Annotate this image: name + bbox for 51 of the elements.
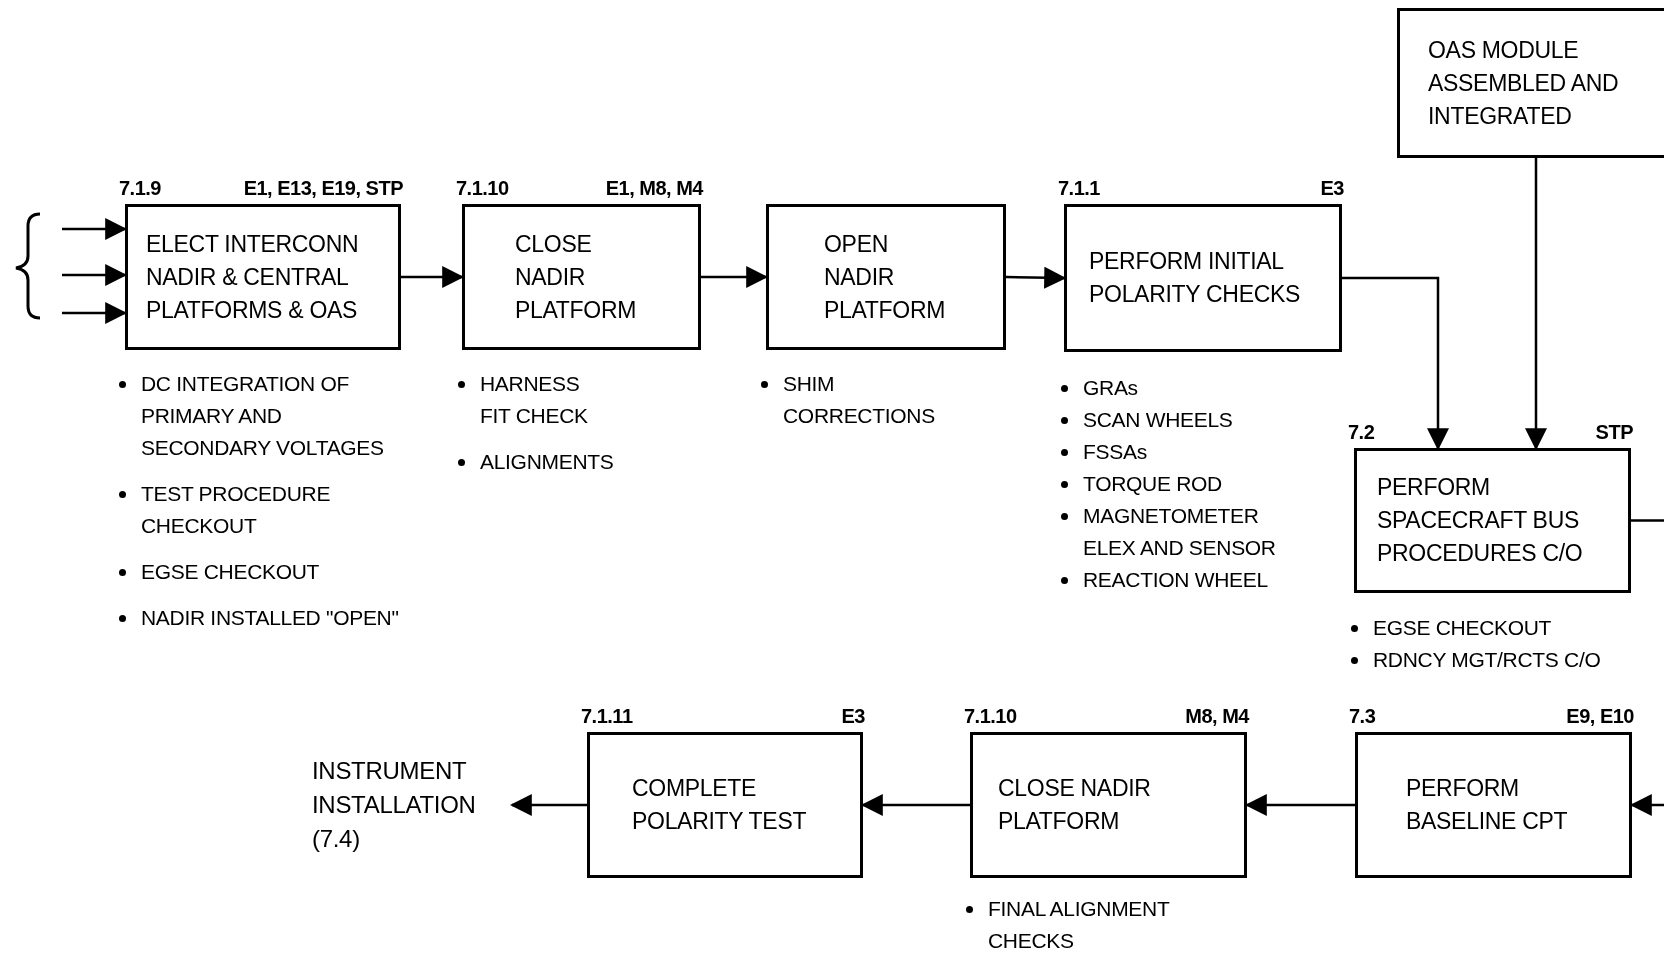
process-box [1064,204,1342,352]
bullet-item: HARNESS FIT CHECK [458,368,605,432]
bullet-item: EGSE CHECKOUT [1351,612,1601,644]
bullet-item: SCAN WHEELS [1061,404,1313,436]
bullet-item: FINAL ALIGNMENT CHECKS [966,893,1218,957]
step-label: PERFORM SPACECRAFT BUS PROCEDURES C/O [1377,473,1584,568]
bullet-item: DC INTEGRATION OF PRIMARY AND SECONDARY VOLTAGES [119,368,411,464]
equipment-codes: STP [1595,420,1633,444]
step-label: OPEN NADIR PLATFORM [824,229,947,325]
process-box [462,204,701,350]
step-number: 7.3 [1349,704,1376,728]
process-box [1397,8,1664,158]
process-box [587,732,863,878]
step-number: 7.1.9 [119,176,161,200]
step-number: 7.1.10 [456,176,509,200]
equipment-codes: E9, E10 [1566,704,1634,728]
step-number: 7.1.1 [1058,176,1100,200]
step-number: 7.2 [1348,420,1375,444]
step-label: COMPLETE POLARITY TEST [632,774,808,836]
bullet-item: EGSE CHECKOUT [119,556,401,588]
destination-label: INSTRUMENT INSTALLATION (7.4) [312,756,477,854]
step-label: PERFORM BASELINE CPT [1406,774,1569,836]
process-box [125,204,401,350]
step-label: PERFORM INITIAL POLARITY CHECKS [1089,247,1302,309]
equipment-codes: M8, M4 [1185,704,1249,728]
step-label: OAS MODULE ASSEMBLED AND INTEGRATED [1428,35,1620,131]
bullet-item: MAGNETOMETER ELEX AND SENSOR [1061,500,1313,564]
bullet-item: GRAs [1061,372,1313,404]
bullet-item: NADIR INSTALLED "OPEN" [119,602,411,634]
bullet-item: RDNCY MGT/RCTS C/O [1351,644,1601,676]
step-number: 7.1.11 [581,704,633,728]
process-box [766,204,1006,350]
process-box [1354,448,1631,593]
bullet-item: TEST PROCEDURE CHECKOUT [119,478,401,542]
step-label: ELECT INTERCONN NADIR & CENTRAL PLATFORMS & OAS [146,229,360,325]
process-box [970,732,1247,878]
step-label: CLOSE NADIR PLATFORM [998,774,1152,836]
step-label: CLOSE NADIR PLATFORM [515,229,638,325]
equipment-codes: E3 [1320,176,1344,200]
equipment-codes: E1, E13, E19, STP [243,176,403,200]
step-number: 7.1.10 [964,704,1017,728]
bullet-item: TORQUE ROD [1061,468,1313,500]
bullet-item: SHIM CORRECTIONS [761,368,958,432]
bullet-item: ALIGNMENTS [458,446,614,478]
bullet-item: FSSAs [1061,436,1313,468]
equipment-codes: E3 [841,704,865,728]
bullet-item: REACTION WHEEL [1061,564,1313,596]
arrow [509,794,587,816]
connector-line [1631,519,1664,522]
process-box [1355,732,1632,878]
equipment-codes: E1, M8, M4 [605,176,703,200]
